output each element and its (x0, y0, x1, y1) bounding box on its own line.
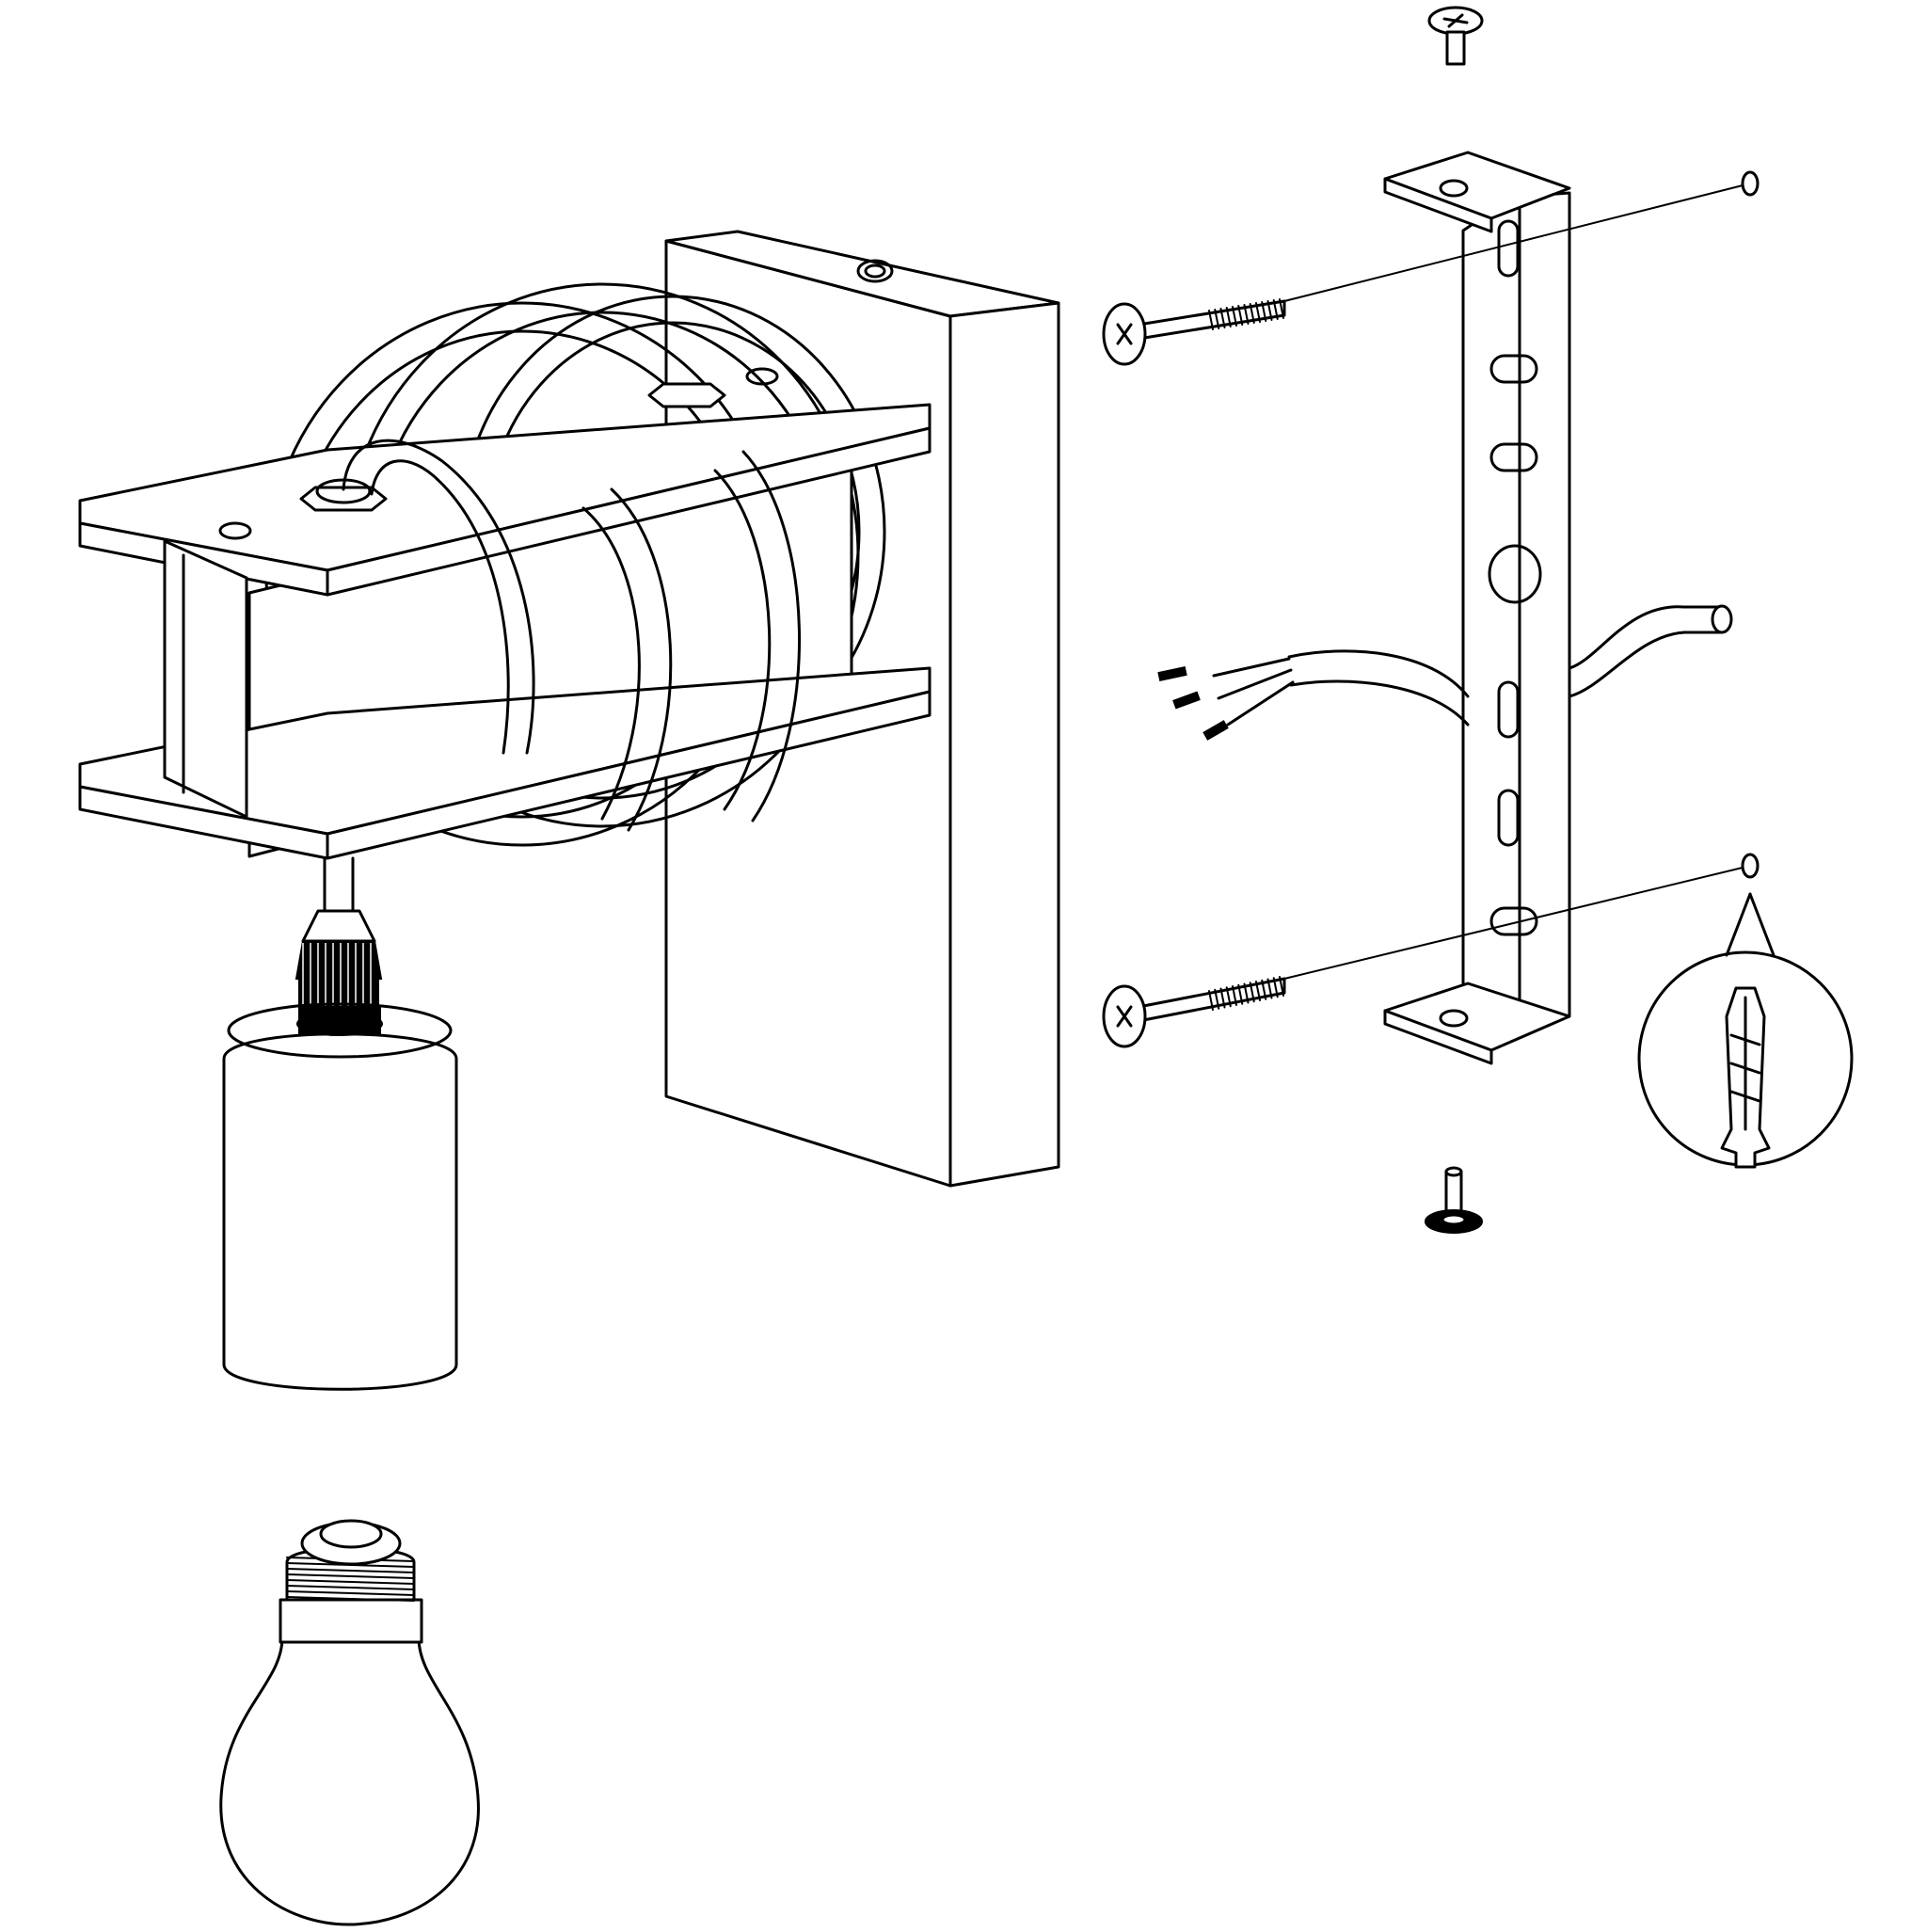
detail-line (286, 1596, 415, 1602)
detail-line (1255, 302, 1261, 323)
detail-line (1237, 305, 1244, 326)
detail-line (1214, 309, 1220, 329)
power-cable (1157, 604, 1733, 741)
wall-screw-lower (1102, 853, 1760, 1048)
detail-line (1272, 299, 1279, 320)
detail-line (1225, 986, 1232, 1008)
detail-line (1249, 303, 1255, 324)
mounting-bracket (1383, 151, 1571, 1065)
coiled-cable-front (323, 439, 801, 913)
mounting-screw-top (1427, 6, 1484, 66)
detail-line (1208, 310, 1214, 330)
light-bulb (219, 1519, 480, 1926)
detail-line (286, 1568, 415, 1573)
detail-line (1272, 977, 1279, 998)
detail-line (1232, 306, 1237, 327)
detail-line (1243, 982, 1250, 1004)
detail-line (1208, 990, 1214, 1011)
detail-line (1225, 307, 1232, 327)
detail-line (286, 1585, 415, 1590)
detail-line (286, 1590, 415, 1596)
lamp-socket (222, 1002, 458, 1391)
detail-line (1261, 301, 1267, 322)
detail-line (1266, 978, 1273, 999)
detail-line (1279, 976, 1284, 997)
detail-line (1243, 304, 1250, 325)
detail-line (1279, 298, 1284, 319)
detail-line (1249, 982, 1255, 1003)
detail-line (1219, 987, 1226, 1009)
ground-screw (1425, 1166, 1483, 1234)
detail-line (1237, 983, 1244, 1005)
wall-plug (1637, 892, 1854, 1169)
detail-line (286, 1579, 415, 1585)
detail-line (1232, 985, 1237, 1006)
detail-line (286, 1573, 415, 1579)
wall-screw-upper (1102, 170, 1760, 366)
detail-line (1255, 981, 1261, 1001)
detail-line (1261, 979, 1267, 1000)
detail-line (1219, 308, 1226, 328)
detail-line (1214, 988, 1220, 1010)
detail-line (1266, 300, 1273, 321)
